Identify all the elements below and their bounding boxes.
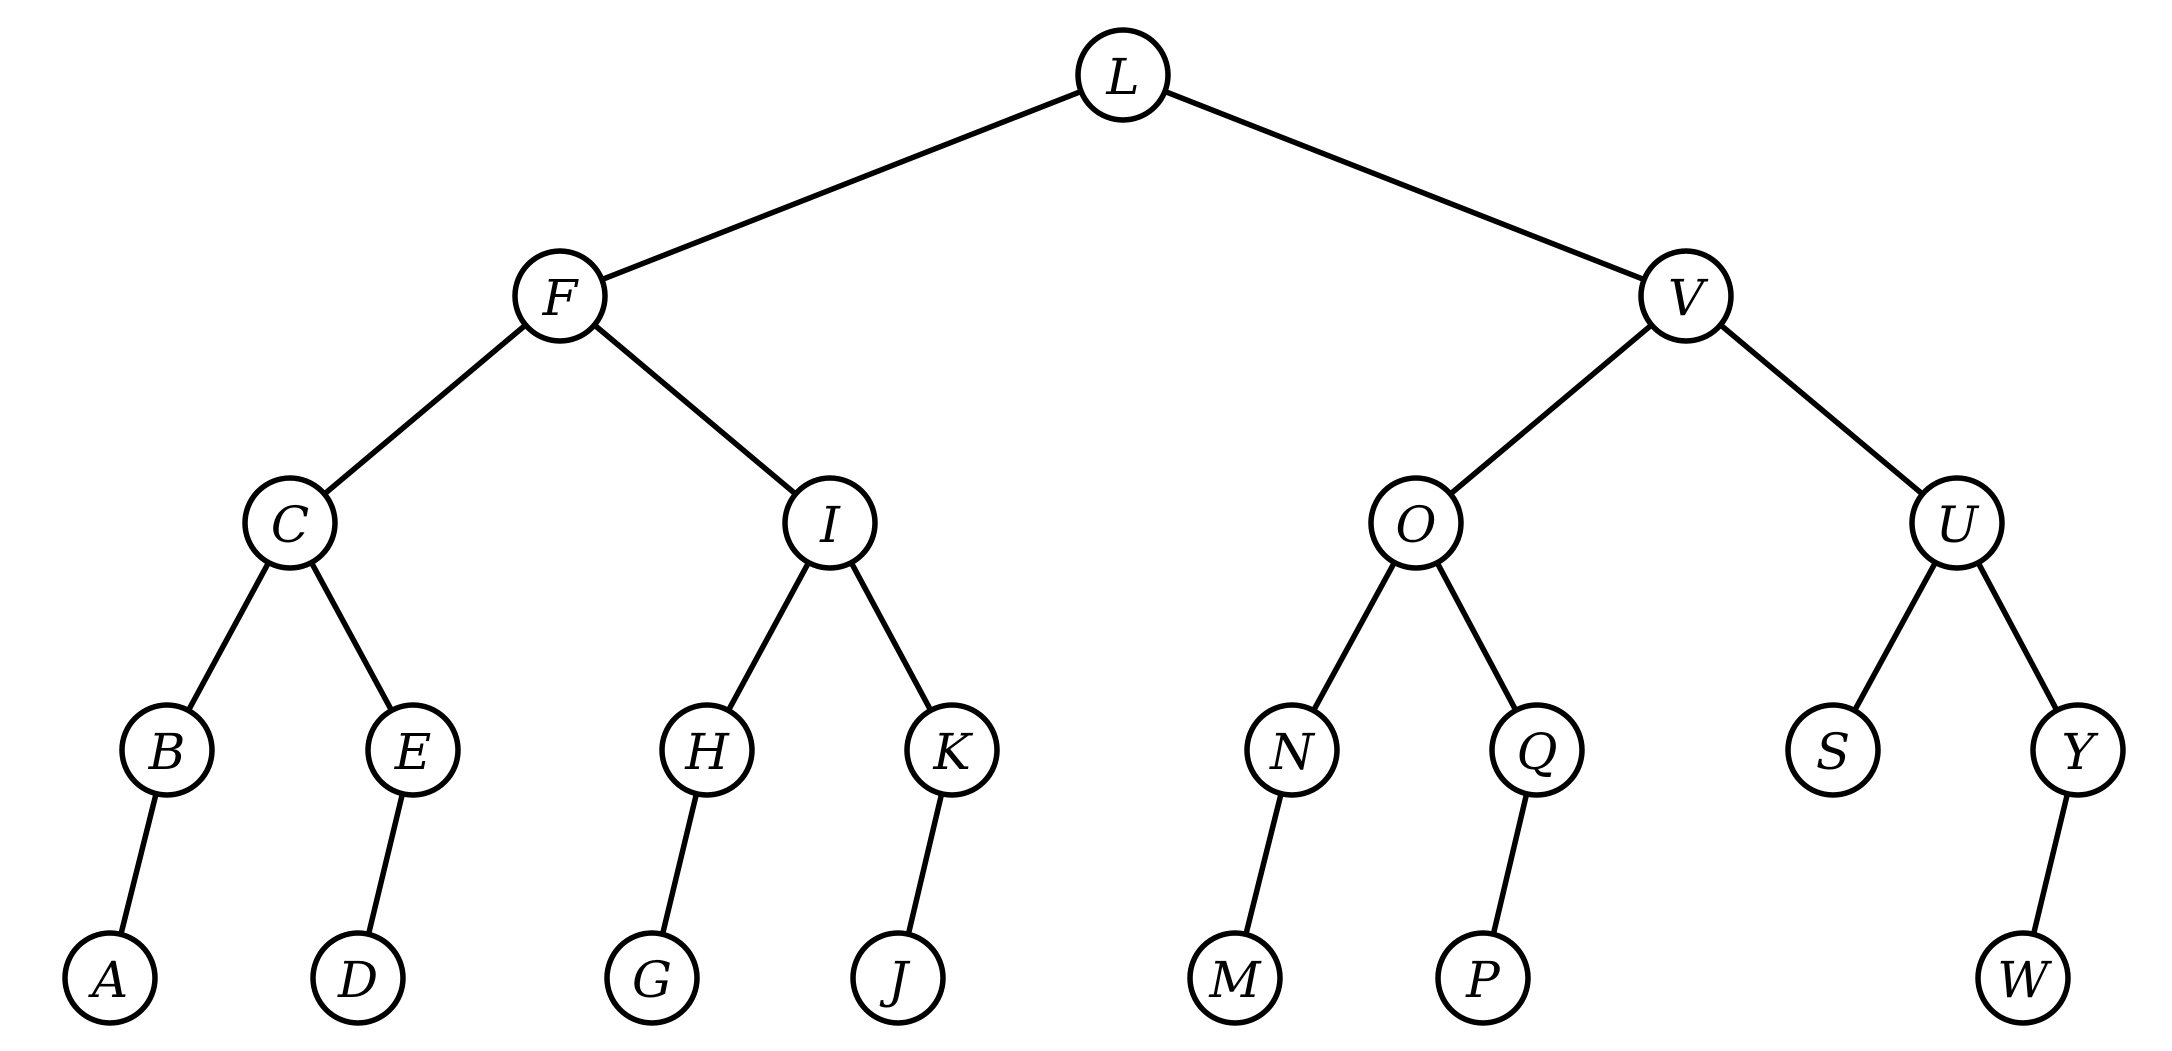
node-label-g: G — [632, 951, 672, 1009]
tree-edge-b-a — [118, 790, 159, 938]
node-circle-m[interactable] — [1187, 930, 1283, 1026]
node-circle-n[interactable] — [1244, 702, 1340, 798]
node-circle-a[interactable] — [62, 930, 158, 1026]
tree-nodes-group: L F V C I O U B E H K N Q S Y A D G J M P W — [62, 27, 2126, 1026]
tree-edge-u-s — [1851, 559, 1939, 714]
node-circle-g[interactable] — [604, 930, 700, 1026]
tree-edge-e-d — [365, 791, 406, 937]
tree-node-k[interactable]: K — [904, 702, 1000, 798]
tree-edge-c-b — [185, 559, 272, 714]
tree-edge-c-e — [308, 559, 395, 714]
node-circle-y[interactable] — [2030, 702, 2126, 798]
node-circle-j[interactable] — [850, 930, 946, 1026]
tree-node-m[interactable]: M — [1187, 930, 1283, 1026]
tree-edges-group — [118, 88, 2071, 938]
tree-edge-v-u — [1717, 322, 1926, 497]
tree-node-j[interactable]: J — [850, 930, 946, 1026]
tree-node-f[interactable]: F — [512, 248, 608, 344]
node-circle-i[interactable] — [782, 475, 878, 571]
tree-node-d[interactable]: D — [310, 930, 406, 1026]
tree-node-w[interactable]: W — [1975, 930, 2071, 1026]
tree-node-n[interactable]: N — [1244, 702, 1340, 798]
node-label-e: E — [394, 723, 432, 781]
tree-edge-u-y — [1975, 559, 2060, 714]
tree-node-l[interactable]: L — [1075, 27, 1171, 123]
tree-edge-n-m — [1243, 790, 1284, 938]
node-label-m: M — [1208, 951, 1262, 1009]
node-label-o: O — [1396, 496, 1437, 554]
node-label-n: N — [1269, 723, 1316, 781]
tree-node-g[interactable]: G — [604, 930, 700, 1026]
tree-edge-k-j — [905, 791, 945, 937]
tree-edge-o-n — [1310, 559, 1398, 714]
node-circle-d[interactable] — [310, 930, 406, 1026]
node-circle-h[interactable] — [659, 702, 755, 798]
node-circle-s[interactable] — [1785, 702, 1881, 798]
node-circle-k[interactable] — [904, 702, 1000, 798]
tree-edge-o-q — [1434, 559, 1519, 714]
tree-node-i[interactable]: I — [782, 475, 878, 571]
node-circle-q[interactable] — [1489, 702, 1585, 798]
node-label-b: B — [148, 723, 186, 781]
node-circle-u[interactable] — [1909, 475, 2005, 571]
node-label-y: Y — [2061, 723, 2098, 781]
node-circle-f[interactable] — [512, 248, 608, 344]
node-circle-o[interactable] — [1368, 475, 1464, 571]
tree-node-h[interactable]: H — [659, 702, 755, 798]
tree-edge-q-p — [1490, 791, 1530, 937]
tree-node-u[interactable]: U — [1909, 475, 2005, 571]
node-circle-l[interactable] — [1075, 27, 1171, 123]
node-circle-p[interactable] — [1435, 930, 1531, 1026]
node-label-a: A — [88, 951, 128, 1009]
node-label-w: W — [1997, 951, 2052, 1009]
node-label-k: K — [932, 723, 973, 781]
node-label-f: F — [542, 269, 580, 327]
tree-node-c[interactable]: C — [242, 475, 338, 571]
tree-node-p[interactable]: P — [1435, 930, 1531, 1026]
node-label-v: V — [1668, 269, 1709, 327]
node-circle-b[interactable] — [119, 702, 215, 798]
tree-edge-i-k — [848, 559, 934, 714]
tree-edge-v-o — [1447, 322, 1655, 497]
tree-edge-i-h — [725, 559, 812, 714]
tree-node-b[interactable]: B — [119, 702, 215, 798]
node-label-l: L — [1105, 48, 1139, 106]
node-label-c: C — [271, 496, 309, 554]
node-label-d: D — [337, 951, 378, 1009]
tree-node-e[interactable]: E — [365, 702, 461, 798]
tree-edge-h-g — [659, 791, 700, 937]
node-label-s: S — [1816, 723, 1850, 781]
node-label-p: P — [1465, 951, 1501, 1009]
tree-edge-l-f — [599, 88, 1084, 283]
tree-edge-f-i — [591, 322, 799, 497]
node-circle-e[interactable] — [365, 702, 461, 798]
node-circle-w[interactable] — [1975, 930, 2071, 1026]
node-circle-c[interactable] — [242, 475, 338, 571]
tree-node-a[interactable]: A — [62, 930, 158, 1026]
node-label-u: U — [1936, 496, 1980, 554]
node-label-q: Q — [1517, 723, 1558, 781]
tree-node-s[interactable]: S — [1785, 702, 1881, 798]
tree-edge-f-c — [321, 322, 529, 497]
tree-node-v[interactable]: V — [1638, 248, 1734, 344]
tree-node-o[interactable]: O — [1368, 475, 1464, 571]
node-label-h: H — [684, 723, 730, 781]
node-circle-v[interactable] — [1638, 248, 1734, 344]
tree-edge-y-w — [2030, 791, 2071, 937]
tree-node-q[interactable]: Q — [1489, 702, 1585, 798]
tree-edge-l-v — [1162, 88, 1647, 283]
node-label-i: I — [819, 496, 841, 554]
tree-node-y[interactable]: Y — [2030, 702, 2126, 798]
